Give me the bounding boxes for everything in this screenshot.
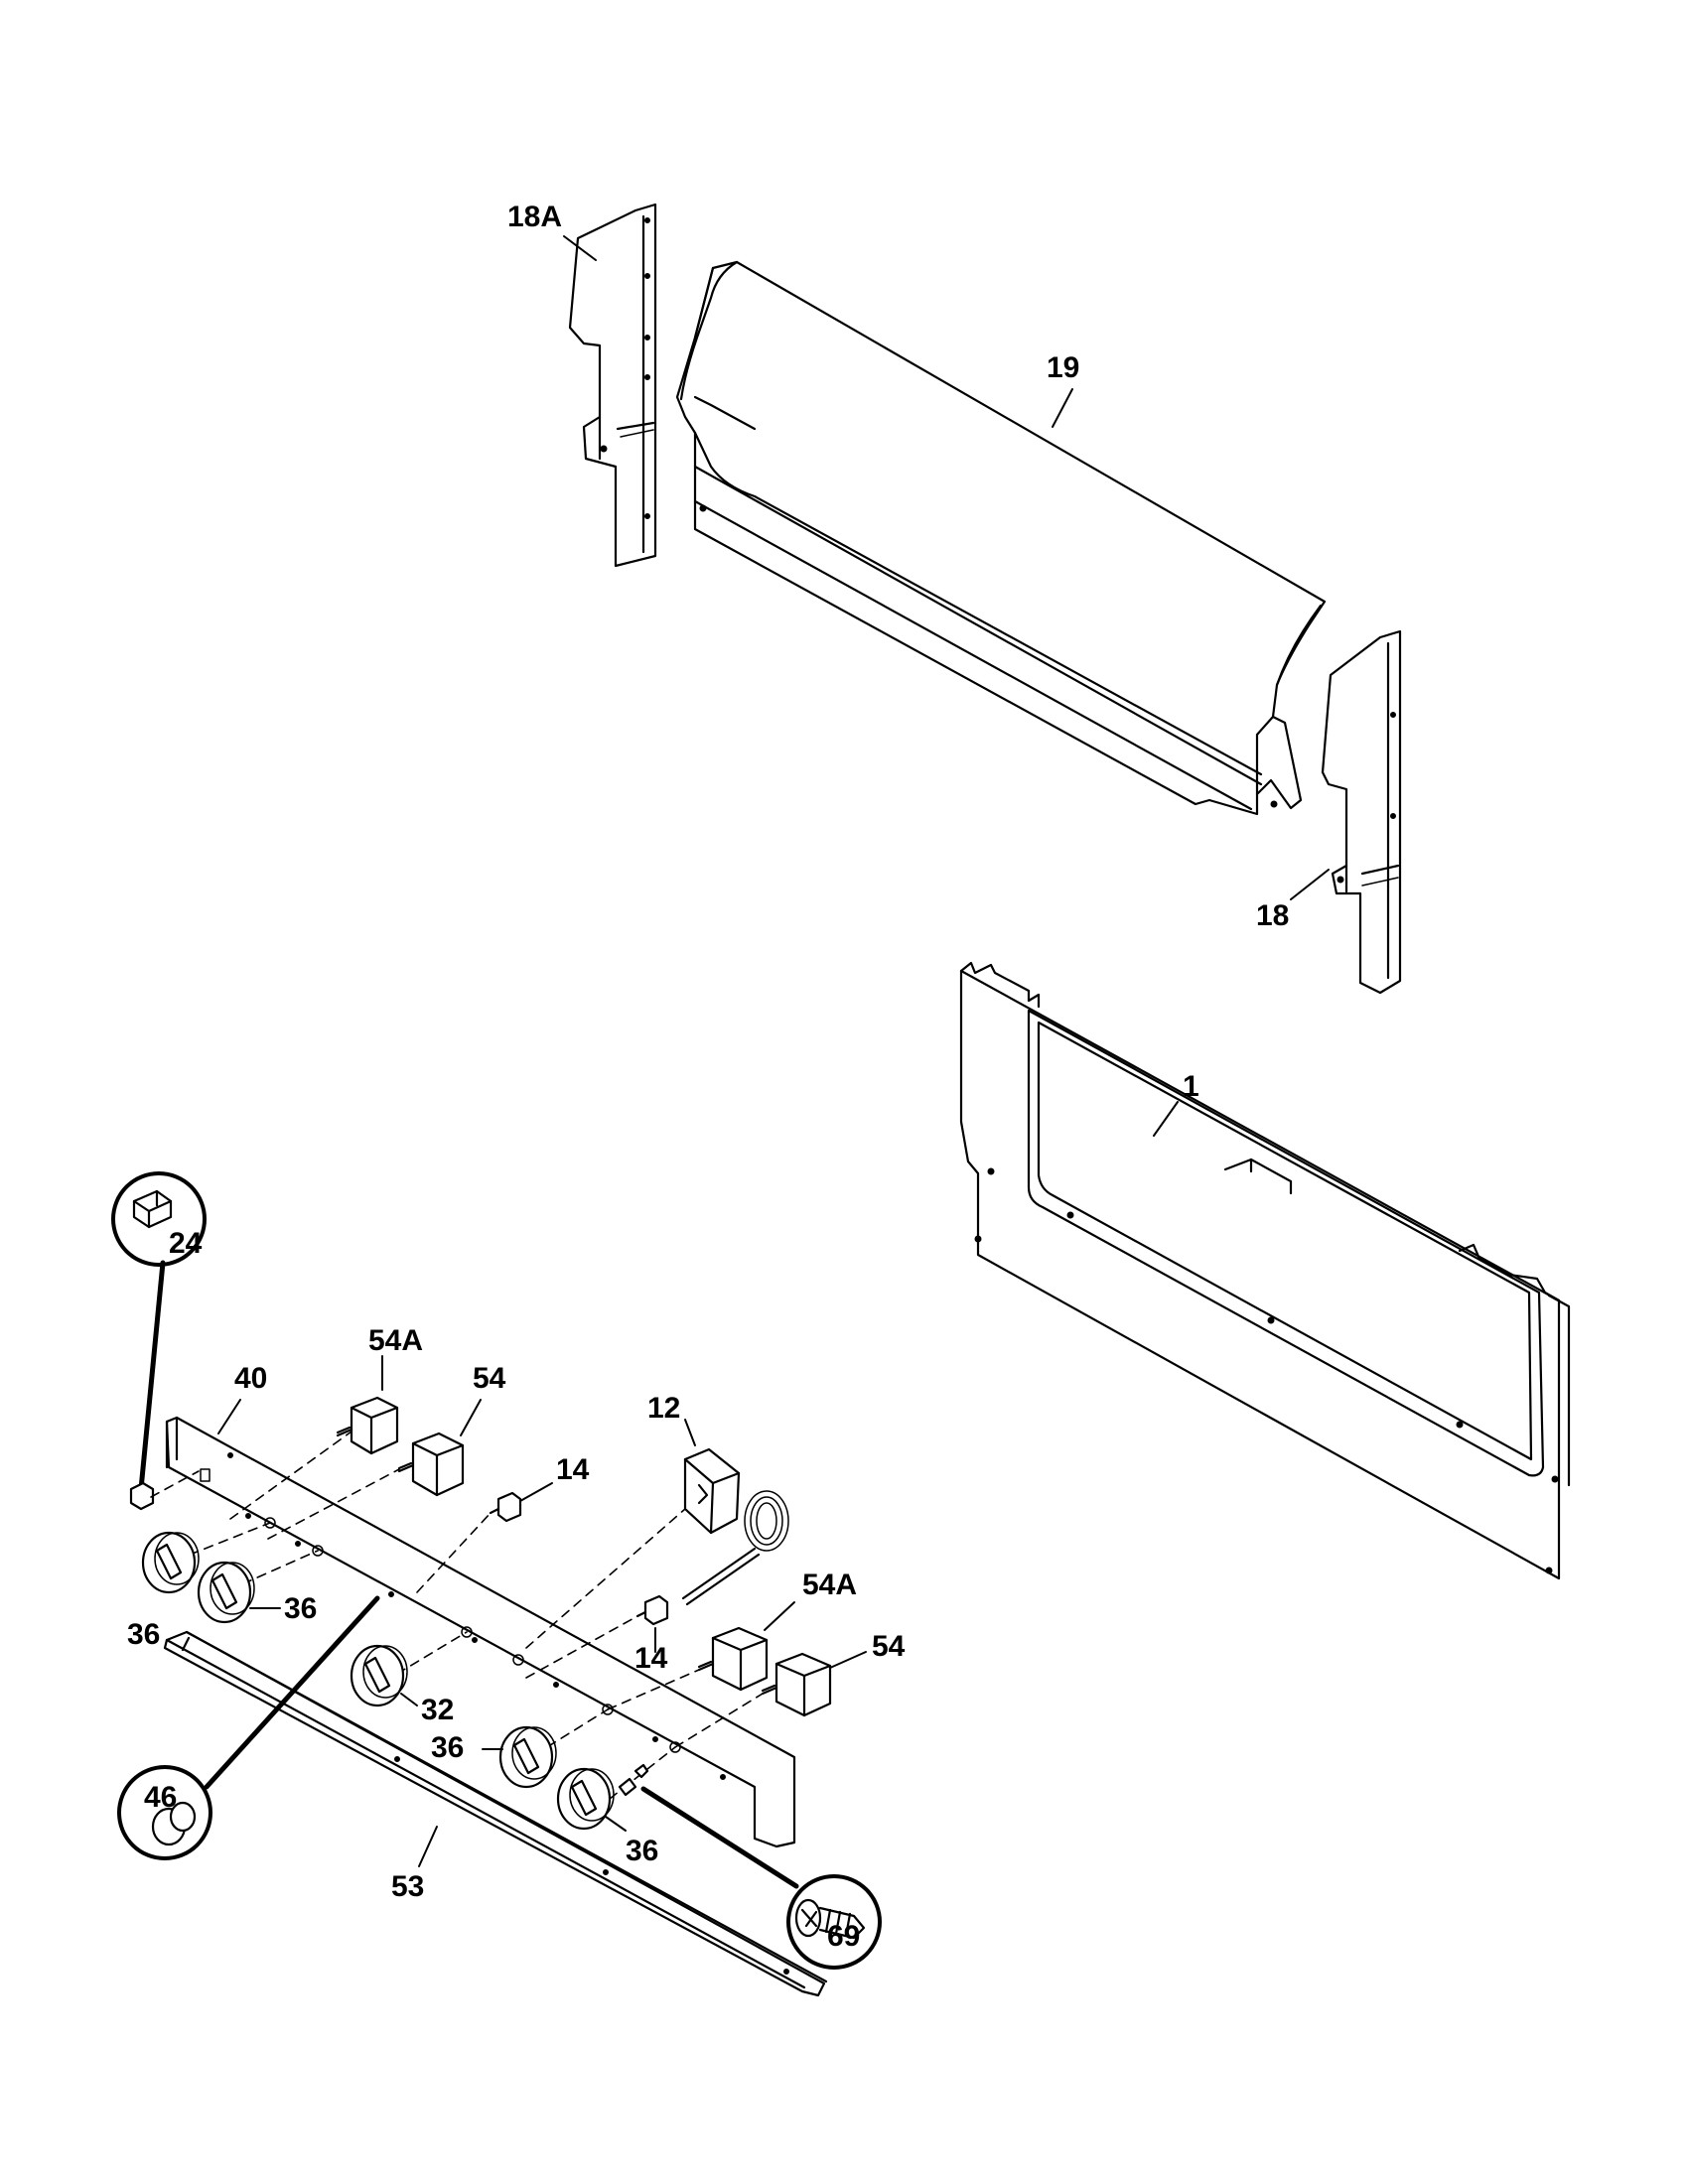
label-36-left: 36: [127, 1618, 160, 1651]
screw-small: [618, 1763, 649, 1797]
leader-69: [640, 1786, 799, 1889]
label-19: 19: [1047, 351, 1079, 384]
label-46: 46: [144, 1781, 177, 1814]
part-54-top-switch: [397, 1399, 482, 1497]
part-54a-top-switch: [336, 1355, 399, 1455]
knob-36-mid: [197, 1561, 281, 1624]
part-14-top-component: [489, 1482, 553, 1523]
label-54-top: 54: [473, 1362, 506, 1395]
part-12-thermostat: [681, 1419, 789, 1606]
leader-40: [217, 1399, 241, 1434]
leader-46: [204, 1595, 380, 1790]
label-40: 40: [234, 1362, 267, 1395]
label-53: 53: [391, 1870, 424, 1903]
label-18: 18: [1256, 899, 1289, 932]
part-19-backguard-cover: [675, 260, 1327, 816]
leader-18: [1290, 869, 1330, 900]
part-54-bottom-switch: [761, 1651, 867, 1717]
leader-1: [1153, 1101, 1179, 1137]
knob-36-lower: [482, 1725, 557, 1789]
part-24-switch-callout: [111, 1171, 207, 1511]
part-1-backguard-panel: [959, 961, 1571, 1580]
part-18a-side-bracket: [563, 203, 657, 568]
leader-18a: [563, 235, 597, 261]
part-54a-bottom-switch: [697, 1601, 795, 1692]
label-36-mid: 36: [284, 1592, 317, 1625]
label-18a: 18A: [507, 201, 562, 233]
label-69: 69: [827, 1920, 860, 1953]
assembly-dashed-lines: [150, 1431, 764, 1800]
label-36-right: 36: [626, 1835, 658, 1867]
part-69-screw-callout: [640, 1786, 882, 1970]
label-54-bottom: 54: [872, 1630, 906, 1663]
part-14-bottom-component: [635, 1594, 669, 1653]
label-36-lower: 36: [431, 1731, 464, 1764]
leader-24: [138, 1260, 166, 1492]
knob-36-right: [556, 1767, 627, 1832]
part-18-side-bracket: [1290, 629, 1402, 995]
label-1: 1: [1183, 1070, 1199, 1103]
leader-19: [1052, 388, 1073, 428]
part-53-trim-strip: [163, 1630, 828, 1997]
label-14-top: 14: [556, 1453, 590, 1486]
knob-36-left: [141, 1531, 200, 1594]
label-54a-top: 54A: [368, 1324, 423, 1357]
label-54a-bottom: 54A: [802, 1569, 857, 1601]
part-labels: 18A 19 18 1 24 40 54A 54 12 14 36 36 14 …: [127, 201, 1289, 1953]
label-24: 24: [169, 1227, 203, 1260]
part-40-control-panel: [165, 1399, 796, 1848]
label-14-bottom: 14: [634, 1642, 668, 1675]
label-12: 12: [647, 1392, 680, 1425]
part-46-plug-button-callout: [117, 1595, 380, 1860]
label-32: 32: [421, 1694, 454, 1726]
knob-32: [350, 1644, 418, 1707]
